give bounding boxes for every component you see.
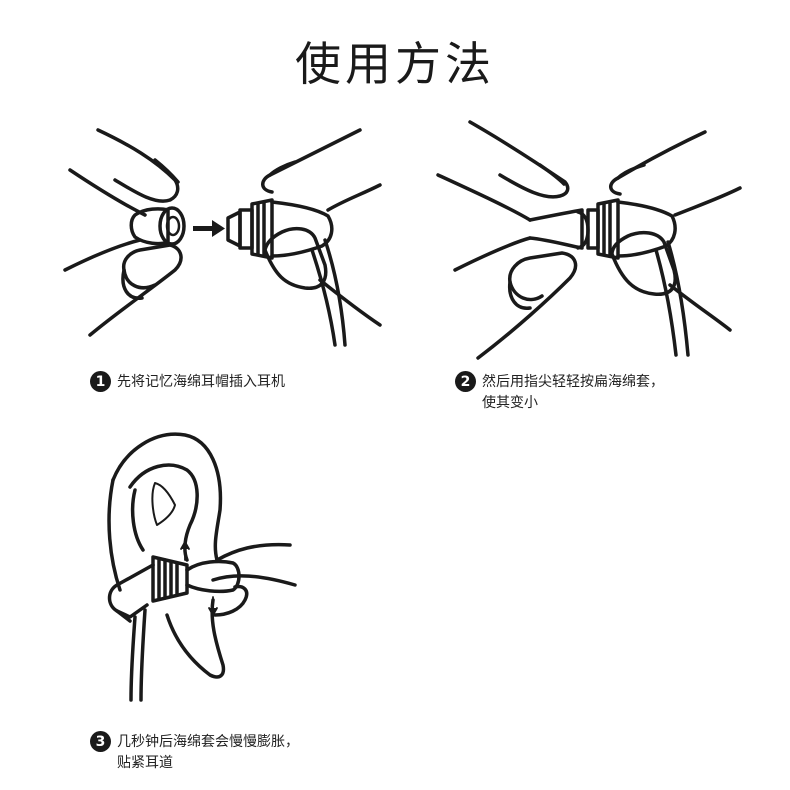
step-1-illustration	[63, 128, 382, 347]
step-description-line: 使其变小	[482, 395, 538, 411]
earphone-illustration	[226, 198, 347, 347]
arrow-right-icon	[193, 220, 225, 237]
foam-tip-illustration	[129, 206, 186, 246]
page-title: 使用方法	[295, 37, 495, 91]
step-description-line: 先将记忆海绵耳帽插入耳机	[117, 374, 285, 390]
step-3-illustration	[107, 432, 297, 702]
step-description-line: 然后用指尖轻轻按扁海绵套，	[482, 374, 664, 390]
step-number-badge: 2	[455, 371, 476, 392]
step-description: 先将记忆海绵耳帽插入耳机	[117, 372, 285, 393]
step-number-badge: 1	[90, 371, 111, 392]
step-description-line: 贴紧耳道	[117, 755, 173, 771]
earphone-illustration	[107, 555, 189, 702]
step-1: 1 先将记忆海绵耳帽插入耳机	[90, 371, 285, 393]
earphone-illustration	[586, 198, 690, 357]
left-hand-illustration	[436, 120, 578, 360]
step-2-illustration	[436, 120, 742, 360]
squeezed-foam-tip-illustration	[528, 208, 590, 250]
right-hand-illustration	[609, 130, 742, 332]
ear-illustration	[107, 432, 297, 679]
arrow-down-icon	[208, 596, 218, 616]
step-description: 几秒钟后海绵套会慢慢膨胀， 贴紧耳道	[117, 732, 299, 774]
foam-tip-illustration	[185, 559, 241, 594]
arrow-up-icon	[180, 541, 190, 561]
right-hand-illustration	[261, 128, 382, 327]
step-number-badge: 3	[90, 731, 111, 752]
step-description-line: 几秒钟后海绵套会慢慢膨胀，	[117, 734, 299, 750]
left-hand-illustration	[63, 128, 183, 337]
step-description: 然后用指尖轻轻按扁海绵套， 使其变小	[482, 372, 664, 414]
step-3: 3 几秒钟后海绵套会慢慢膨胀， 贴紧耳道	[90, 731, 299, 774]
step-2: 2 然后用指尖轻轻按扁海绵套， 使其变小	[455, 371, 664, 414]
